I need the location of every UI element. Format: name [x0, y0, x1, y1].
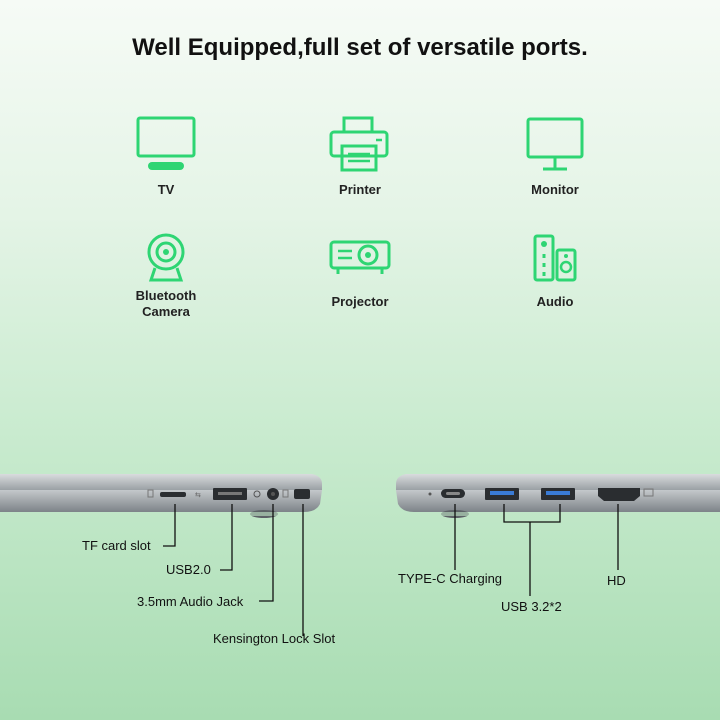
svg-text:⇆: ⇆ [195, 491, 201, 499]
hdmi-port [598, 488, 640, 501]
webcam-icon [147, 233, 185, 282]
device-monitor: Monitor [465, 116, 645, 198]
ports-illustration: ⇆ [0, 474, 720, 636]
device-audio: Audio [465, 232, 645, 310]
label-kensington-lock: Kensington Lock Slot [213, 631, 336, 646]
tf-card-slot [160, 492, 186, 497]
device-camera: Bluetooth Camera [76, 232, 256, 320]
laptop-left-side [0, 474, 322, 518]
device-label: Projector [331, 294, 389, 309]
label-usb2: USB2.0 [166, 562, 211, 577]
device-label: Bluetooth Camera [135, 288, 197, 319]
label-hd: HD [607, 573, 626, 588]
device-label: TV [157, 182, 175, 197]
label-usb3: USB 3.2*2 [501, 599, 562, 614]
device-label: Audio [536, 294, 574, 309]
kensington-lock-slot [294, 489, 310, 499]
device-label: Monitor [531, 182, 579, 197]
label-audio-jack: 3.5mm Audio Jack [137, 594, 244, 609]
tv-icon [136, 116, 196, 170]
ports-right [428, 488, 654, 501]
ports-left: ⇆ [147, 488, 310, 500]
speaker-icon [533, 234, 577, 282]
monitor-icon [526, 117, 584, 171]
label-type-c: TYPE-C Charging [398, 571, 503, 586]
device-printer: Printer [270, 116, 450, 198]
leader-lines-right [454, 504, 619, 596]
printer-icon [329, 116, 389, 172]
device-projector: Projector [270, 236, 450, 310]
leader-lines-left [163, 504, 304, 636]
page-title: Well Equipped,full set of versatile port… [132, 34, 588, 61]
projector-icon [329, 240, 391, 274]
device-label: Printer [339, 182, 381, 197]
device-tv: TV [76, 116, 256, 198]
label-tf-card-slot: TF card slot [82, 538, 151, 553]
